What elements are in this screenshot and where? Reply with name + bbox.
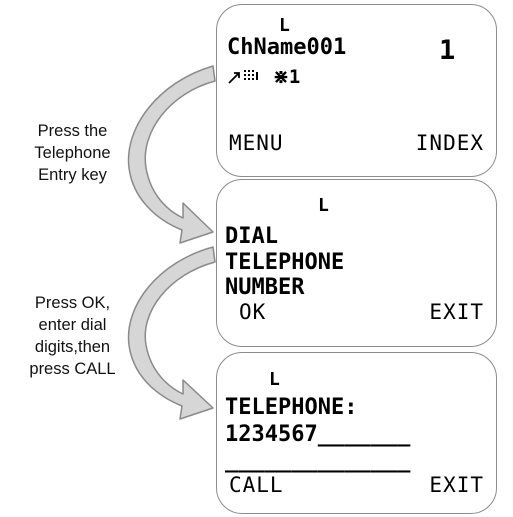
lock-indicator: L [318, 195, 329, 216]
index-softkey[interactable]: INDEX [415, 131, 484, 155]
dial-digits-field[interactable]: 1234567_______ [225, 422, 411, 447]
prompt-line: NUMBER [225, 275, 305, 300]
exit-softkey[interactable]: EXIT [429, 473, 484, 497]
menu-softkey[interactable]: MENU [229, 131, 284, 155]
radio-display-digit-entry: L TELEPHONE: 1234567_______ ____________… [216, 352, 497, 514]
lock-indicator: L [279, 15, 290, 36]
radio-display-dial-prompt: L DIAL TELEPHONE NUMBER OK EXIT [216, 179, 497, 347]
step2-caption: Press OK, enter dial digits,then press C… [0, 292, 145, 380]
talkgroup-indicator: ⋇1 [273, 66, 301, 88]
exit-softkey[interactable]: EXIT [429, 300, 484, 324]
ok-softkey[interactable]: OK [239, 300, 267, 324]
lock-indicator: L [269, 369, 280, 390]
status-row: ⋇1 [227, 67, 300, 87]
caption-line: Entry key [38, 166, 107, 184]
curved-arrow-icon [127, 246, 216, 420]
telephone-label: TELEPHONE: [225, 395, 358, 420]
caption-line: Telephone [34, 144, 111, 162]
dial-digits-overflow-line: ______________ [225, 448, 411, 473]
prompt-line: DIAL [225, 224, 278, 249]
prompt-line: TELEPHONE [225, 250, 345, 275]
call-softkey[interactable]: CALL [229, 473, 284, 497]
caption-line: Press OK, [34, 294, 111, 312]
curved-arrow-icon [127, 65, 216, 244]
caption-line: enter dial [38, 316, 107, 334]
caption-line: press CALL [29, 360, 116, 378]
caption-line: Press the [37, 122, 108, 140]
step1-caption: Press the Telephone Entry key [0, 120, 145, 186]
caption-line: digits,then [34, 338, 111, 356]
channel-number: 1 [439, 35, 456, 66]
channel-name: ChName001 [227, 35, 347, 60]
radio-display-home: L ChName001 1 ⋇1 MENU INDEX [216, 4, 497, 177]
antenna-signal-icon [228, 70, 258, 84]
